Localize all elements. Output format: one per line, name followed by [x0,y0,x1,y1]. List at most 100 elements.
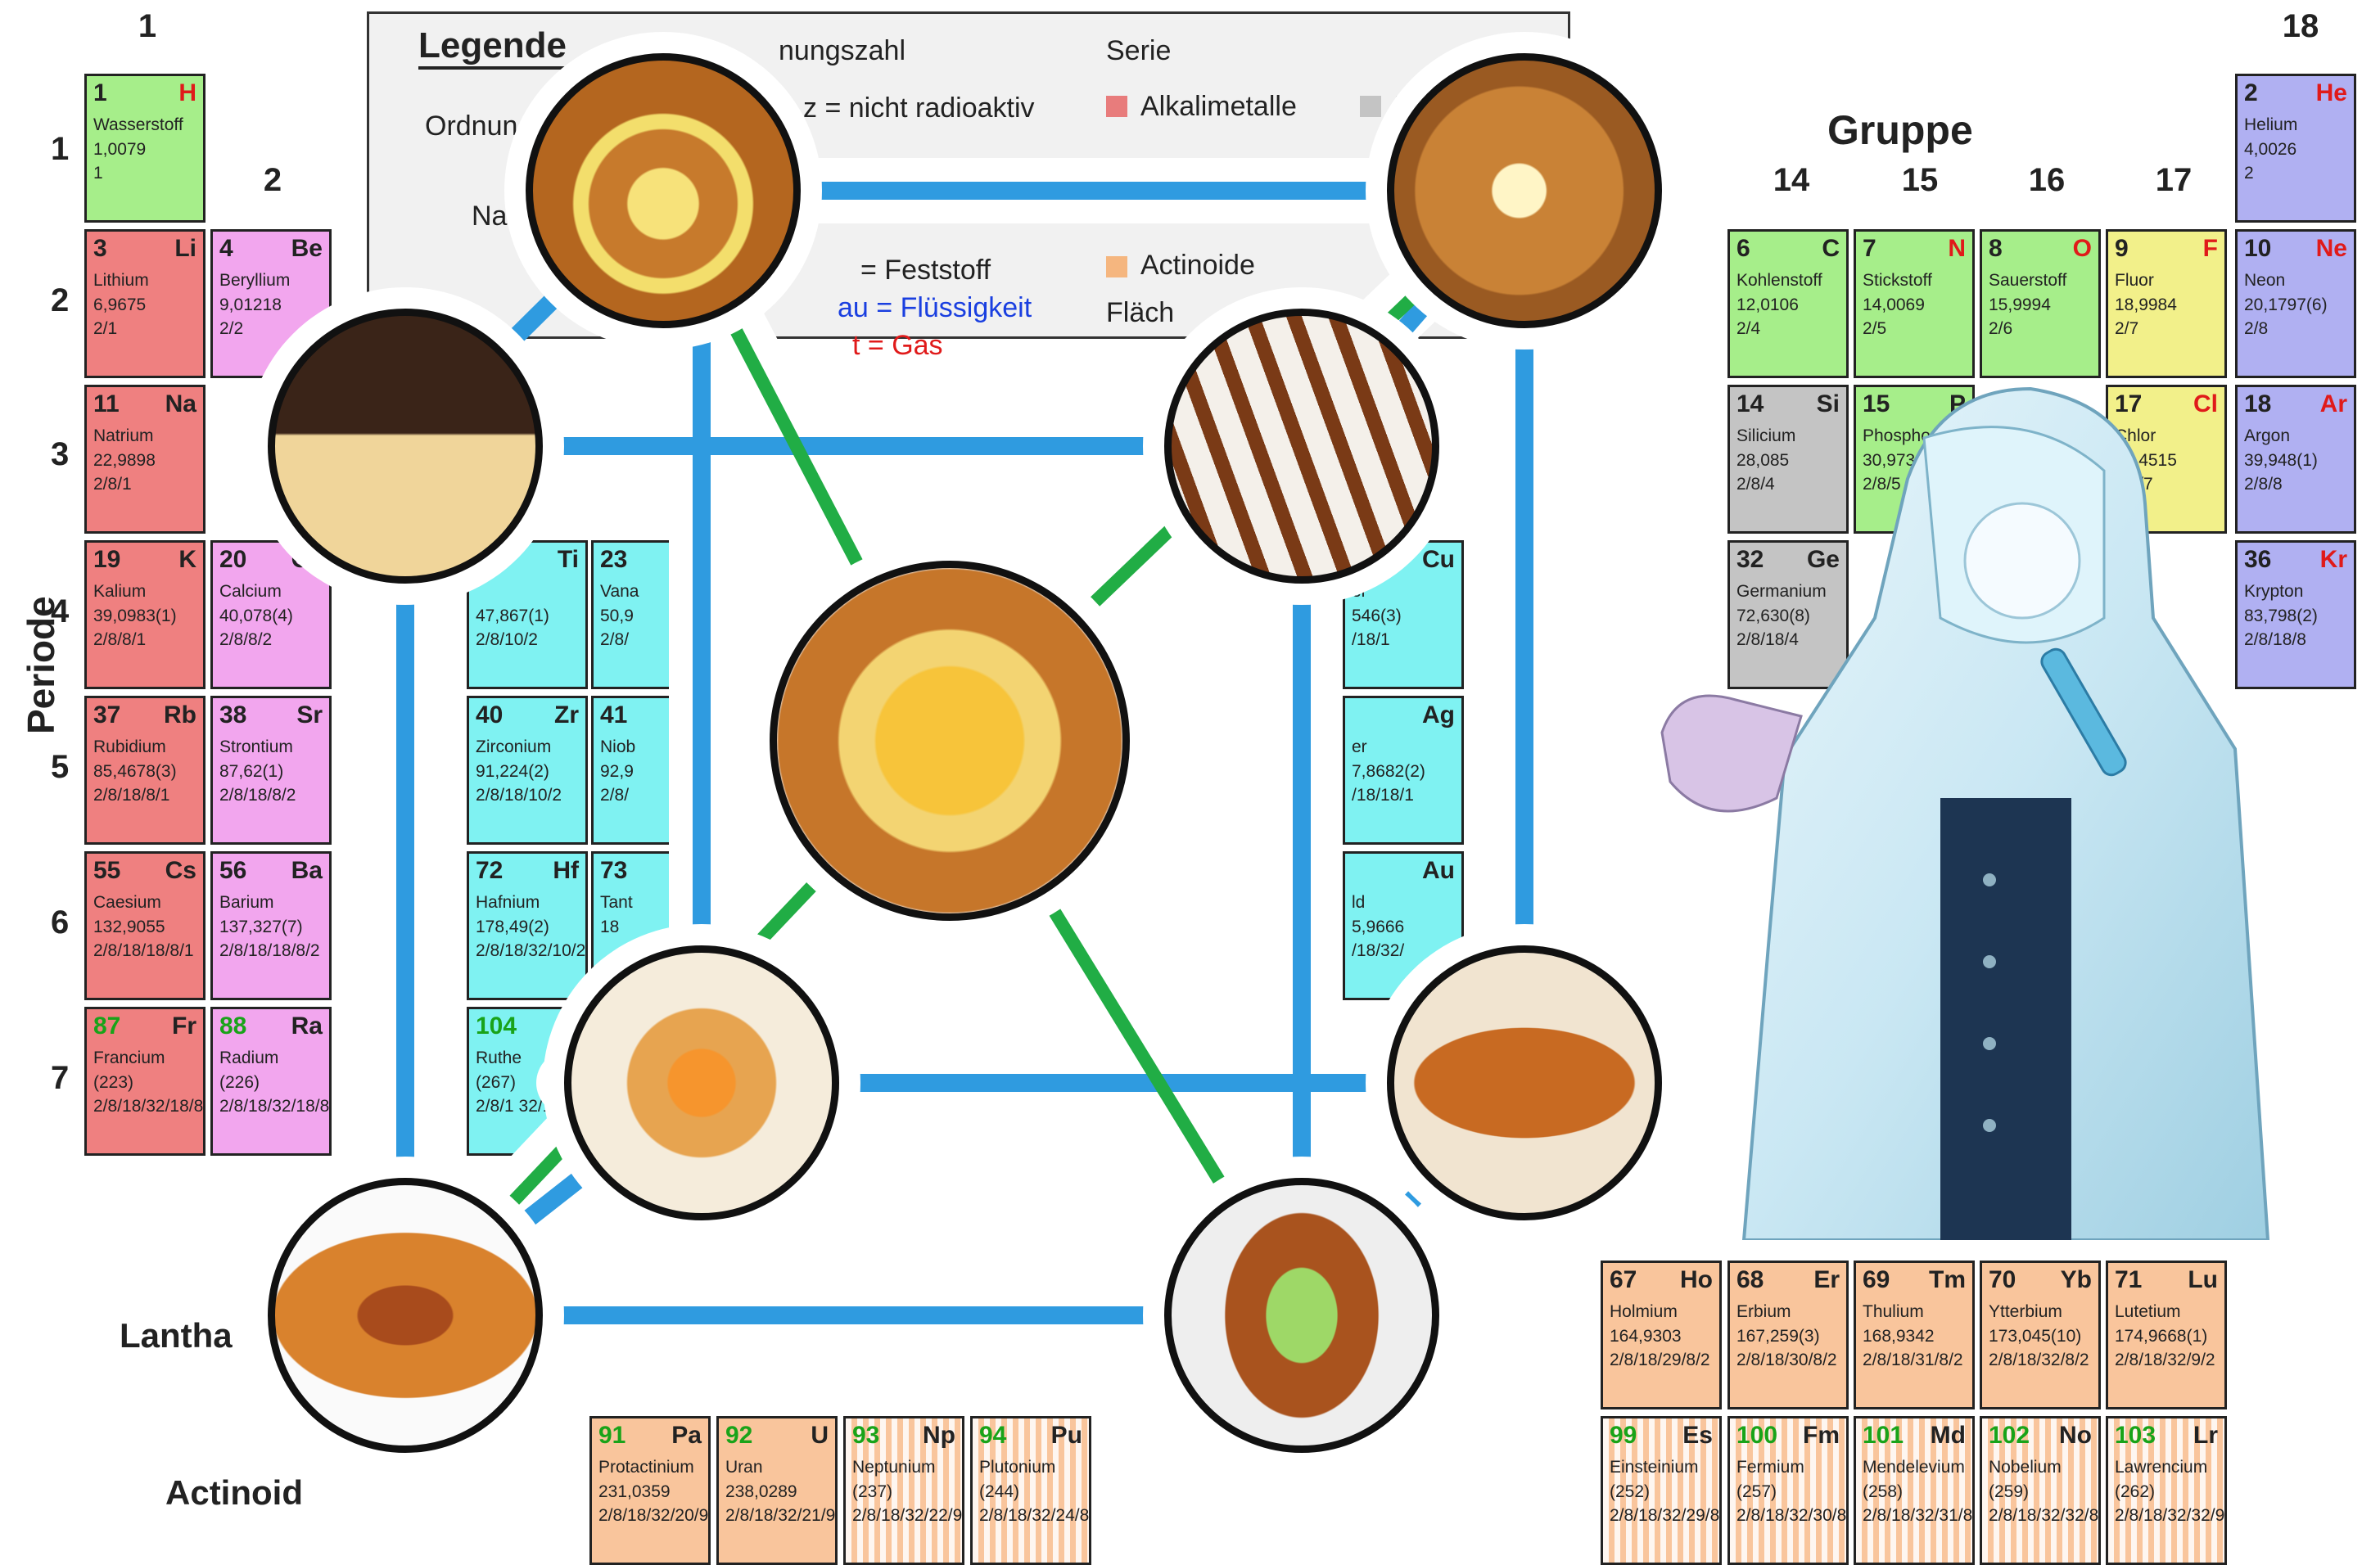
element-mass: (223) [93,1073,134,1092]
group-number: 18 [2282,8,2319,44]
element-symbol: Ba [291,857,323,884]
element-symbol: Pa [671,1422,702,1449]
element-number: 100 [1736,1422,1778,1449]
element-mass: 137,327(7) [219,918,303,936]
element-name: Silicium [1736,426,1796,445]
element-symbol: Be [291,235,323,262]
element-number: 94 [979,1422,1007,1449]
element-name: Kohlenstoff [1736,271,1822,290]
transition-mass: 5,9666 [1352,918,1405,936]
cream-spiral-bun-photo [526,53,801,328]
mandarin-danish-photo [564,945,839,1220]
custard-filled-bun-photo [1387,53,1662,328]
element-name: Einsteinium [1610,1458,1699,1477]
element-symbol: Fm [1803,1422,1840,1449]
group-number: 1 [138,8,157,44]
element-symbol: Lr [2193,1422,2218,1449]
element-shell: 2/8/18/4 [1736,630,1799,649]
element-number: 91 [598,1422,626,1449]
inner-shirt [1940,798,2071,1240]
hot-dog-roll-photo [1387,945,1662,1220]
element-symbol: N [1948,235,1966,262]
group-number: 14 [1773,162,1810,198]
element-name: Strontium [219,737,293,756]
element-symbol: U [811,1422,829,1449]
element-shell: 2/6 [1989,319,2013,338]
transition-name: ld [1352,893,1366,912]
element-number: 56 [219,857,247,884]
legend-alkali: Alkalimetalle [1140,91,1297,122]
element-number: 101 [1863,1422,1904,1449]
transition-shell: 2/8/18/32/10/2 [476,941,586,960]
transition-no: 72 [476,857,504,884]
transition-name: Zirconium [476,737,552,756]
transition-shell: 2/8/10/2 [476,630,538,649]
element-mass: 6,9675 [93,295,147,314]
transition-no: 40 [476,701,504,728]
element-name: Lawrencium [2115,1458,2208,1477]
element-name: Natrium [93,426,154,445]
transition-shell: /18/32/ [1352,941,1405,960]
element-mass: 173,045(10) [1989,1327,2082,1346]
element-name: Uran [725,1458,763,1477]
grilled-fish-roll-photo [268,1178,543,1453]
element-name: Protactinium [598,1458,694,1477]
element-number: 10 [2244,235,2272,262]
element-mass: 164,9303 [1610,1327,1682,1346]
element-mass: 4,0026 [2244,140,2297,159]
legend-non-radioactive: z = nicht radioaktiv [803,92,1035,124]
element-mass: 83,798(2) [2244,607,2318,625]
legend-solid: = Feststoff [860,255,991,286]
element-shell: 2/8/18/30/8/2 [1736,1351,1837,1369]
element-number: 68 [1736,1266,1764,1293]
transition-name: Vana [600,582,639,601]
element-shell: 2/8/18/32/18/8/2 [219,1097,332,1116]
element-name: Neon [2244,271,2286,290]
element-mass: 238,0289 [725,1482,797,1501]
element-name: Nobelium [1989,1458,2062,1477]
element-symbol: Es [1682,1422,1713,1449]
element-number: 67 [1610,1266,1637,1293]
element-shell: 2/8/18/32/32/9/2 [2115,1506,2227,1525]
transition-no: 41 [600,701,628,728]
element-number: 36 [2244,546,2272,573]
element-symbol: Rb [164,701,196,728]
element-symbol: Ho [1680,1266,1713,1293]
period-number: 2 [51,282,70,318]
element-number: 17 [2115,390,2143,417]
element-mass: 9,01218 [219,295,282,314]
transition-sym: Cu [1422,546,1455,573]
element-name: Germanium [1736,582,1827,601]
element-mass: 167,259(3) [1736,1327,1820,1346]
element-mass: (259) [1989,1482,2030,1501]
element-symbol: H [178,79,196,106]
element-symbol: Si [1816,390,1840,417]
element-symbol: Cs [165,857,196,884]
element-symbol: Er [1813,1266,1840,1293]
element-mass: (262) [2115,1482,2156,1501]
transition-mass: 18 [600,918,620,936]
element-symbol: Sr [296,701,323,728]
element-name: Fluor [2115,271,2154,290]
transition-sym: Au [1422,857,1455,884]
element-shell: 2/8/18/32/18/8/1 [93,1097,205,1116]
element-number: 37 [93,701,121,728]
element-shell: 2/8/18/32/8/2 [1989,1351,2089,1369]
element-shell: 2/8/18/18/8/1 [93,941,194,960]
element-name: Rubidium [93,737,166,756]
element-number: 18 [2244,390,2272,417]
element-name: Francium [93,1049,165,1067]
